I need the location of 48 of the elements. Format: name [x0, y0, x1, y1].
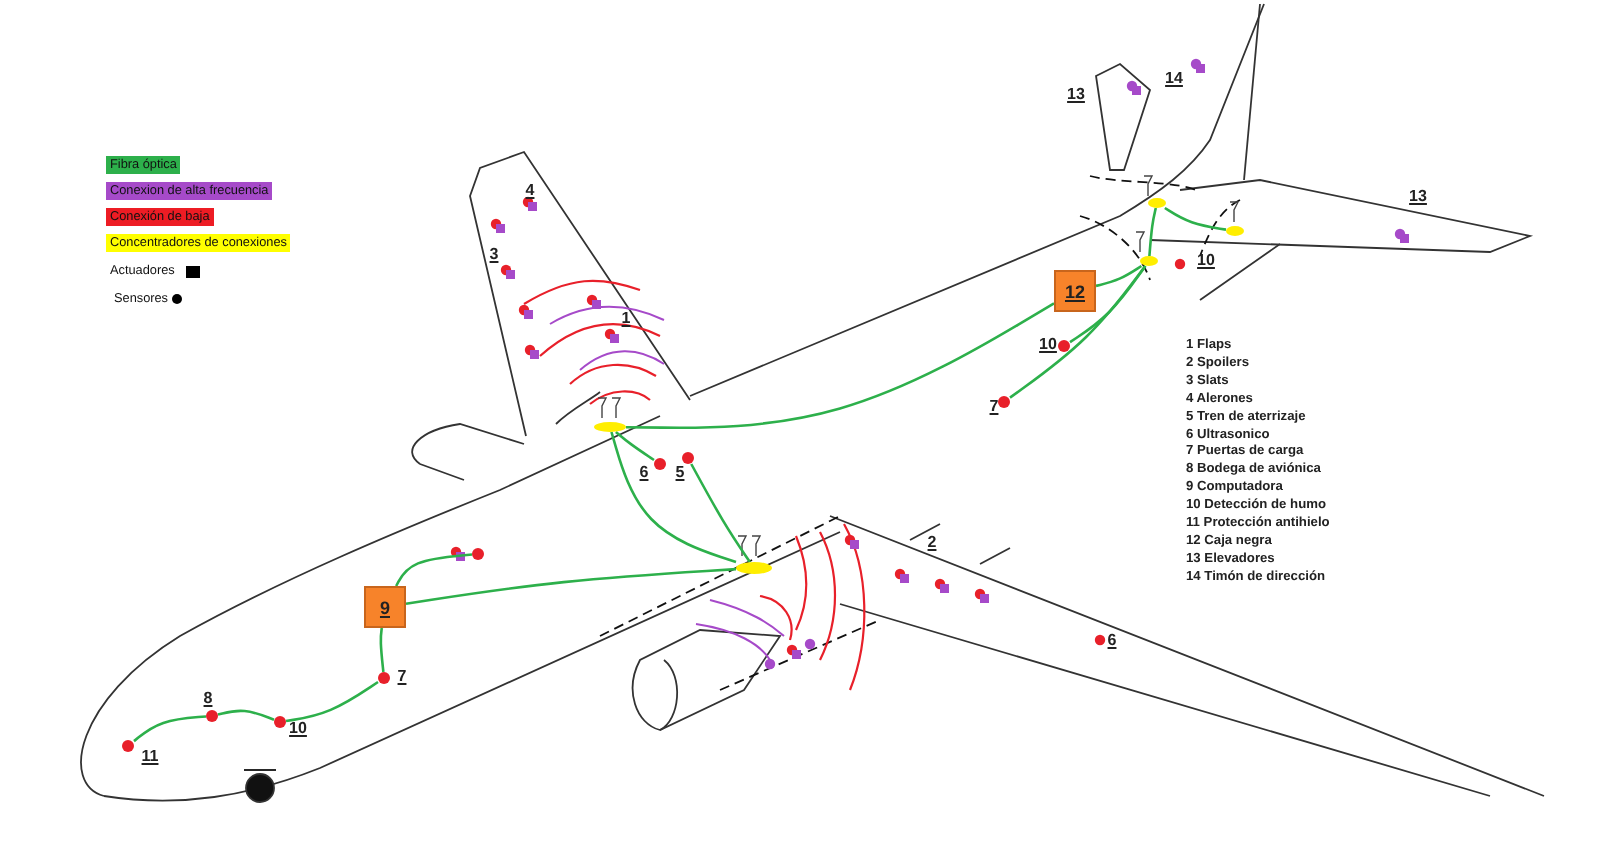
fiber-optic-line	[690, 463, 751, 563]
sensor-dot	[206, 710, 218, 722]
fiber-optic-line	[626, 302, 1055, 430]
fiber-optic-line	[1164, 206, 1227, 231]
fiber-optic-line	[1069, 265, 1147, 344]
connection-hub	[736, 562, 772, 574]
callout-number: 10	[1039, 335, 1057, 353]
connection-hub	[1140, 256, 1158, 266]
sensor-dot	[472, 548, 484, 560]
connection-hub	[1226, 226, 1244, 236]
callout-number: 5	[675, 463, 685, 481]
fiber-optic-line	[379, 627, 385, 673]
fiber-optic-line	[1095, 264, 1143, 288]
callout-number: 10	[289, 719, 307, 737]
fiber-optic-line	[395, 553, 473, 587]
callout-number: 1	[621, 309, 631, 327]
callout-number: 3	[489, 245, 499, 263]
fiber-optic-line	[610, 431, 737, 564]
connection-hub	[1148, 198, 1166, 208]
computer-box: 12	[1054, 270, 1096, 312]
callout-number: 4	[525, 181, 535, 199]
callout-number: 10	[1197, 251, 1215, 269]
sensor-dot	[122, 740, 134, 752]
callout-number: 8	[203, 689, 213, 707]
callout-number: 7	[397, 667, 407, 685]
fiber-optic-line	[1009, 265, 1147, 399]
computer-box: 9	[364, 586, 406, 628]
callout-number: 13	[1067, 85, 1085, 103]
callout-number: 13	[1409, 187, 1427, 205]
fiber-optic-line	[133, 715, 207, 743]
fiber-optic-line	[1148, 207, 1158, 257]
callout-number: 7	[989, 397, 999, 415]
sensor-dot	[682, 452, 694, 464]
callout-number: 2	[927, 533, 937, 551]
fiber-optic-line	[285, 680, 379, 723]
fiber-optic-line	[217, 709, 275, 721]
fiber-optic-line	[405, 567, 737, 606]
sensor-dot	[1058, 340, 1070, 352]
callout-number: 14	[1165, 69, 1183, 87]
sensor-dot	[998, 396, 1010, 408]
callout-number: 11	[141, 747, 159, 765]
sensor-dot	[274, 716, 286, 728]
connection-hub	[594, 422, 626, 432]
sensor-dot	[378, 672, 390, 684]
callout-number: 6	[639, 463, 649, 481]
fiber-optic-line	[615, 431, 655, 462]
sensor-dot	[654, 458, 666, 470]
callout-number: 6	[1107, 631, 1117, 649]
